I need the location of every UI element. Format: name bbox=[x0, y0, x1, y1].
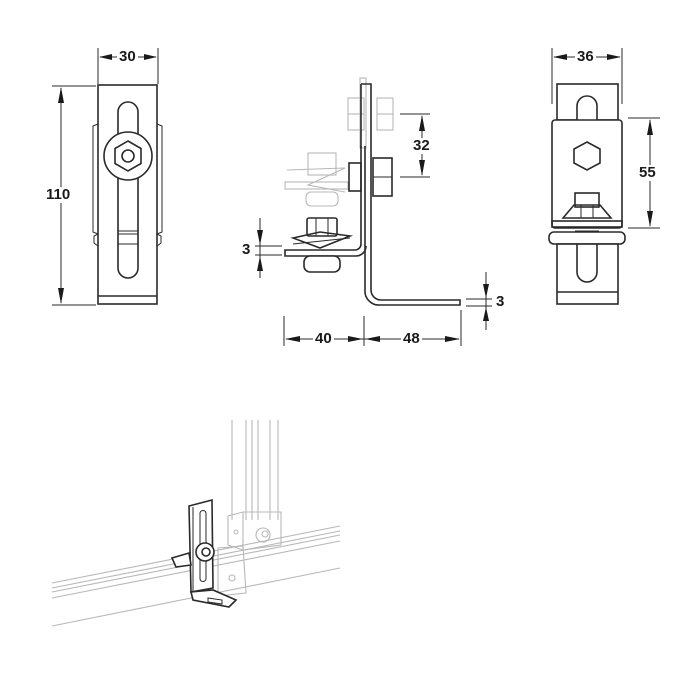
side-spacing-label: 32 bbox=[411, 137, 432, 154]
side-thickness-upper-label: 3 bbox=[240, 241, 253, 258]
side-leg-left-label: 40 bbox=[313, 330, 334, 347]
isometric-assembly-view bbox=[51, 420, 341, 627]
rear-view bbox=[548, 48, 660, 305]
side-thickness-lower-label: 3 bbox=[494, 293, 507, 310]
side-view bbox=[255, 77, 492, 346]
rear-height-label: 55 bbox=[637, 164, 658, 181]
front-width-label: 30 bbox=[117, 48, 138, 65]
side-leg-right-label: 48 bbox=[401, 330, 422, 347]
front-view bbox=[52, 48, 163, 306]
rear-width-label: 36 bbox=[575, 48, 596, 65]
front-height-label: 110 bbox=[44, 186, 73, 203]
